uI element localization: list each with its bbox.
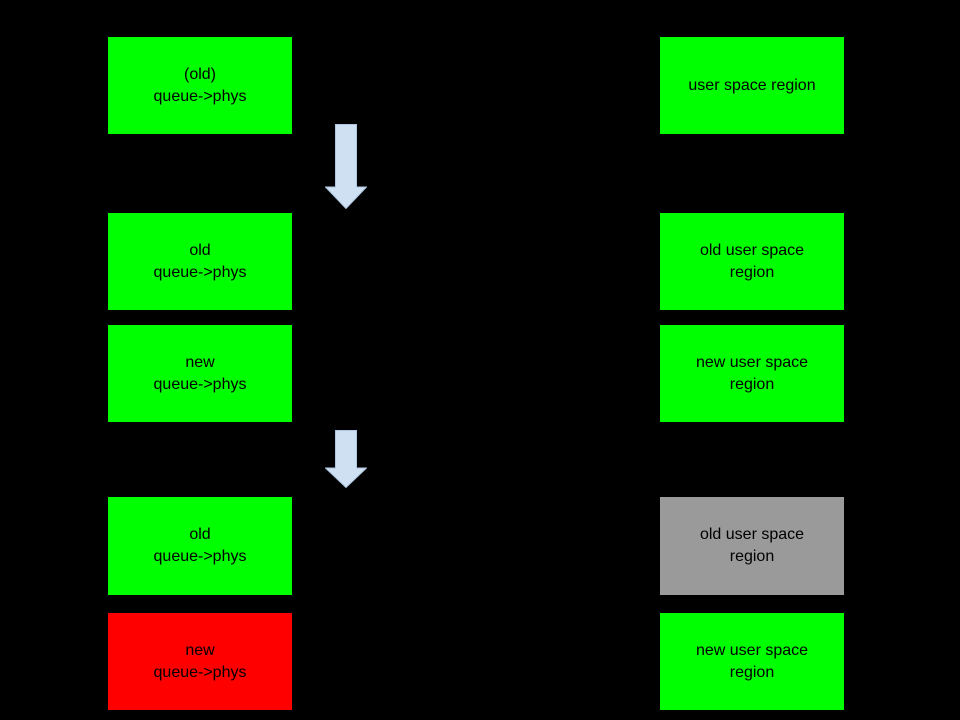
box-new-user-space-region-stage3: new user space region [660, 613, 844, 710]
box-old-queue-phys-initial: (old) queue->phys [108, 37, 292, 134]
box-old-user-space-region-stage2: old user space region [660, 213, 844, 310]
box-old-queue-phys-stage3: old queue->phys [108, 497, 292, 595]
down-arrow-icon [325, 124, 367, 209]
box-old-user-space-region-stage3: old user space region [660, 497, 844, 595]
box-old-queue-phys-stage2: old queue->phys [108, 213, 292, 310]
box-new-user-space-region-stage2: new user space region [660, 325, 844, 422]
box-new-queue-phys-stage3: new queue->phys [108, 613, 292, 710]
box-user-space-region-initial: user space region [660, 37, 844, 134]
down-arrow-icon [325, 430, 367, 488]
box-new-queue-phys-stage2: new queue->phys [108, 325, 292, 422]
